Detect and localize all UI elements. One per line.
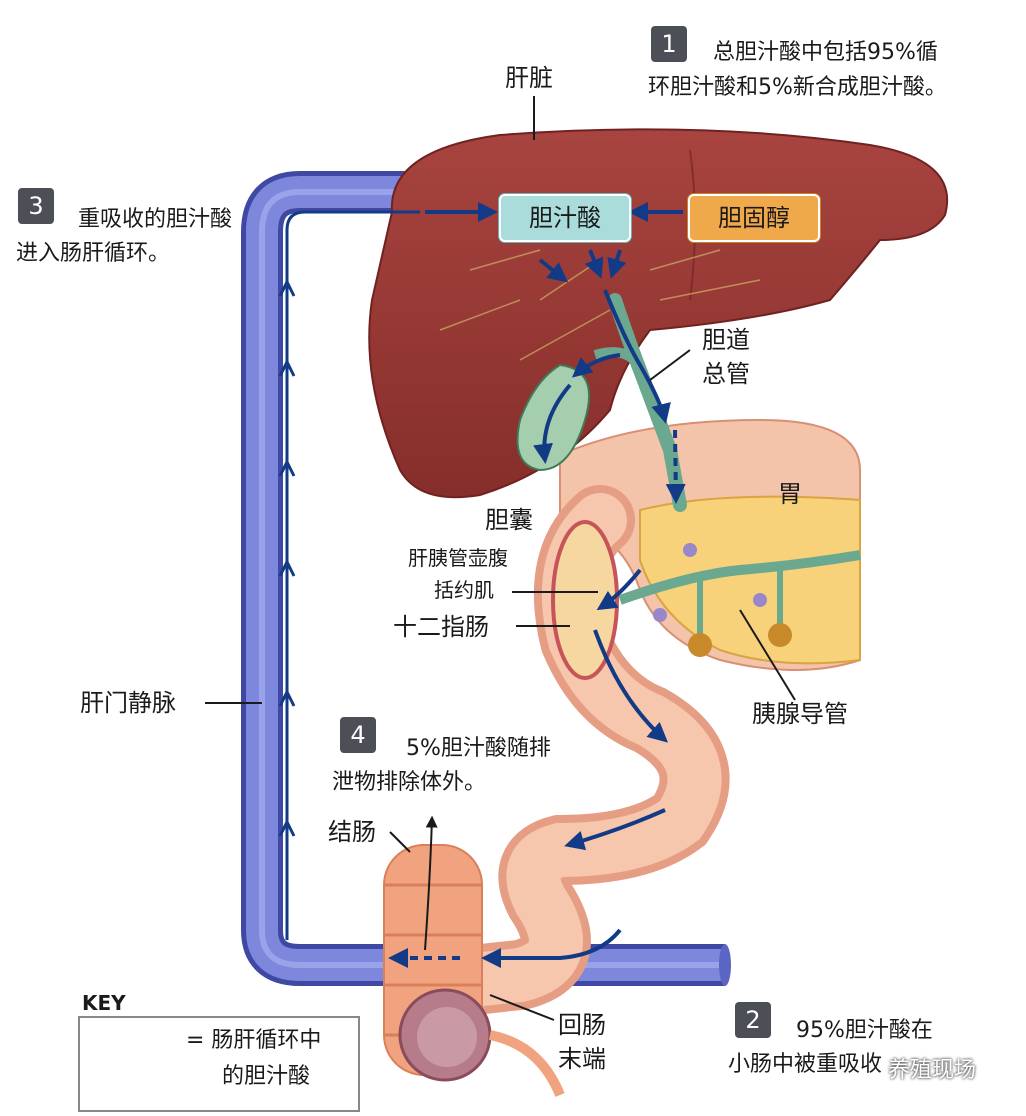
sphincter-label-line1: 肝胰管壶腹 bbox=[408, 546, 508, 570]
leader-lines bbox=[205, 96, 796, 1021]
stomach bbox=[559, 418, 861, 671]
step-2-text-line2: 小肠中被重吸收 bbox=[728, 1052, 883, 1077]
key-desc-line2: 的胆汁酸 bbox=[222, 1064, 311, 1089]
ileum-label-line2: 末端 bbox=[558, 1045, 606, 1073]
key-title: KEY bbox=[82, 991, 126, 1015]
step-2-badge: 2 bbox=[735, 1002, 771, 1038]
excretion-arrow bbox=[424, 815, 438, 951]
step-1-text-line2: 环胆汁酸和5%新合成胆汁酸。 bbox=[648, 75, 947, 100]
bile-duct bbox=[593, 293, 687, 512]
bile-flow-arrows bbox=[388, 202, 686, 968]
bile-duct-label-line2: 总管 bbox=[702, 360, 750, 388]
portal-vein-label: 肝门静脉 bbox=[80, 689, 176, 717]
step-1-text-line1: 总胆汁酸中包括95%循 bbox=[713, 40, 938, 65]
portal-vein bbox=[241, 171, 731, 986]
key-desc-line1: = 肠肝循环中 bbox=[186, 1028, 322, 1053]
step-3-text-line1: 重吸收的胆汁酸 bbox=[78, 207, 233, 232]
gallbladder-label: 胆囊 bbox=[485, 506, 533, 534]
ileum-label-line1: 回肠 bbox=[558, 1011, 606, 1039]
colon-label: 结肠 bbox=[328, 818, 376, 846]
step-4-text-line2: 泄物排除体外。 bbox=[332, 770, 487, 795]
portal-vein-arrows bbox=[278, 210, 420, 940]
step-2-text-line1: 95%胆汁酸在 bbox=[796, 1018, 933, 1043]
bile-duct-label-line1: 胆道 bbox=[702, 326, 750, 354]
liver-label: 肝脏 bbox=[505, 64, 553, 92]
step-4-badge: 4 bbox=[340, 717, 376, 753]
sphincter-label-line2: 括约肌 bbox=[434, 578, 494, 602]
step-1-badge: 1 bbox=[651, 26, 687, 62]
bile-acid-box: 胆汁酸 bbox=[499, 194, 631, 242]
step-4-text-line1: 5%胆汁酸随排 bbox=[406, 736, 551, 761]
duodenum-label: 十二指肠 bbox=[393, 613, 489, 641]
colon bbox=[383, 844, 565, 1097]
cholesterol-box: 胆固醇 bbox=[688, 194, 820, 242]
stomach-label: 胃 bbox=[778, 480, 802, 508]
small-intestine bbox=[405, 485, 730, 1020]
watermark-text: 养殖现场 bbox=[888, 1058, 977, 1083]
key-legend bbox=[78, 1016, 360, 1112]
step-3-badge: 3 bbox=[18, 188, 54, 224]
step-3-text-line2: 进入肠肝循环。 bbox=[16, 241, 171, 266]
pancreatic-duct-label: 胰腺导管 bbox=[752, 700, 848, 728]
